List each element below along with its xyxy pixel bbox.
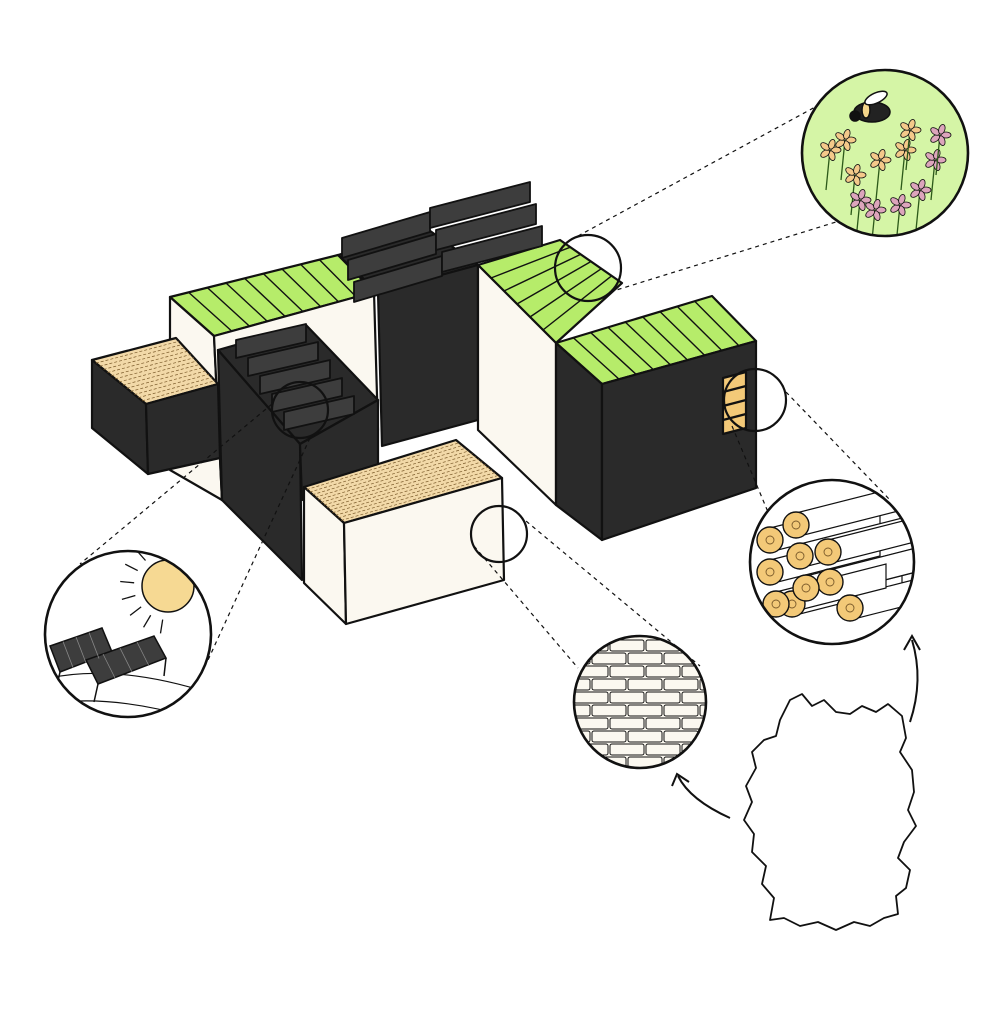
dark-cube-right — [556, 296, 756, 540]
biodiversity-meadow-callout — [802, 70, 968, 250]
building-volumes — [92, 182, 756, 624]
arrow-to-timber — [910, 640, 918, 722]
arrow-to-brick — [678, 776, 730, 818]
germany-outline-icon — [744, 694, 916, 930]
brick-masonry-callout — [538, 636, 806, 781]
solar-energy-callout — [40, 538, 230, 730]
origin-arrows — [672, 636, 920, 818]
sun-icon — [142, 560, 194, 612]
timber-logs-callout — [750, 480, 960, 644]
